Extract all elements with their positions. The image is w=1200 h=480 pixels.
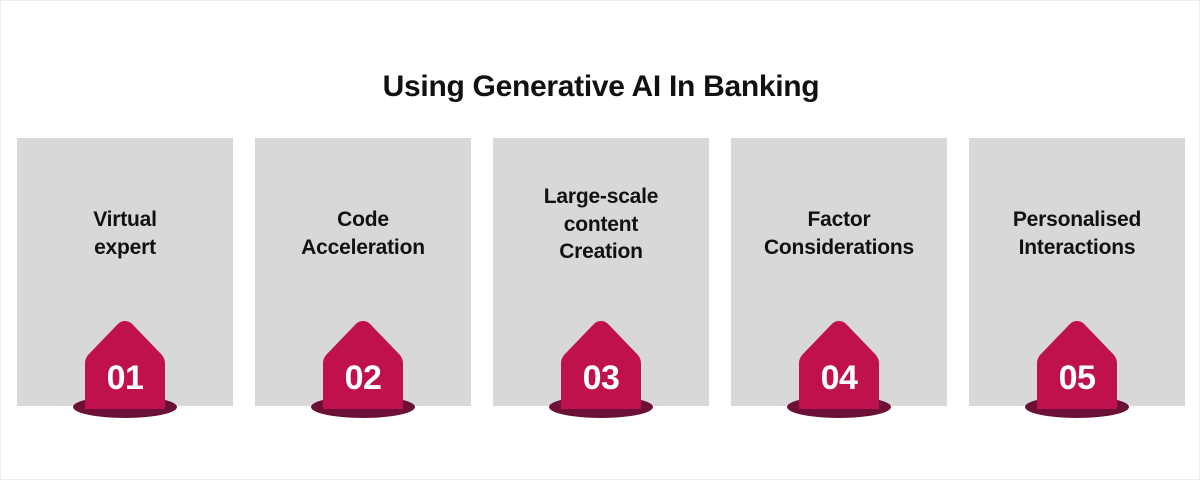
card-label-line: Large-scale [543, 185, 659, 208]
badge-house-shape-icon [799, 321, 879, 409]
card-label: Code Acceleration [273, 138, 453, 261]
number-badge: 04 [783, 316, 895, 418]
card-item[interactable]: Personalised Interactions 05 [969, 138, 1185, 418]
card-label: Factor Considerations [749, 138, 929, 261]
cards-row: Virtual expert 01 Code Acceleration [17, 138, 1185, 418]
badge-house-shape-icon [323, 321, 403, 409]
number-badge: 01 [69, 316, 181, 418]
card-label-line: content [563, 212, 639, 236]
card-item[interactable]: Code Acceleration 02 [255, 138, 471, 418]
card-label: Large-scale content Creation [511, 138, 691, 266]
card-item[interactable]: Large-scale content Creation 03 [493, 138, 709, 418]
card-label: Personalised Interactions [987, 138, 1167, 261]
number-badge: 03 [545, 316, 657, 418]
card-label-line: expert [94, 235, 156, 259]
card-label-line: Factor [807, 208, 871, 231]
card-label-line: Creation [559, 240, 643, 264]
card-label: Virtual expert [35, 138, 215, 261]
badge-house-shape-icon [561, 321, 641, 409]
badge-house-shape-icon [85, 321, 165, 409]
badge-number: 04 [820, 358, 858, 397]
card-label-line: Personalised [1012, 208, 1142, 231]
number-badge: 05 [1021, 316, 1133, 418]
badge-number: 03 [582, 358, 620, 397]
card-label-line: Considerations [763, 235, 915, 259]
card-label-line: Acceleration [301, 235, 425, 259]
card-item[interactable]: Factor Considerations 04 [731, 138, 947, 418]
badge-number: 01 [106, 358, 144, 397]
badge-house-shape-icon [1037, 321, 1117, 409]
card-label-line: Interactions [1018, 235, 1136, 259]
card-label-line: Virtual [93, 208, 157, 231]
page-title: Using Generative AI In Banking [382, 70, 820, 103]
badge-number: 05 [1058, 358, 1096, 397]
badge-number: 02 [344, 358, 382, 397]
number-badge: 02 [307, 316, 419, 418]
card-label-line: Code [337, 208, 389, 231]
card-item[interactable]: Virtual expert 01 [17, 138, 233, 418]
